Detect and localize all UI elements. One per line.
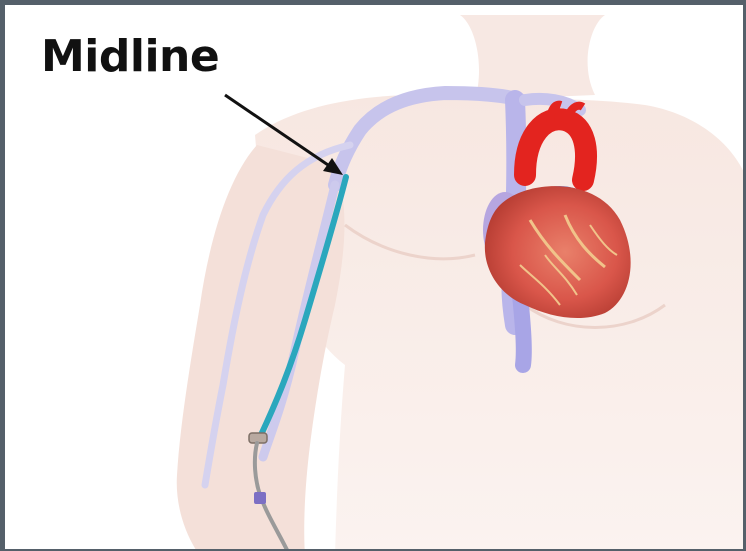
midline-label: Midline [41, 35, 219, 79]
catheter-connector [254, 492, 266, 504]
chest-arm-illustration [5, 5, 746, 551]
